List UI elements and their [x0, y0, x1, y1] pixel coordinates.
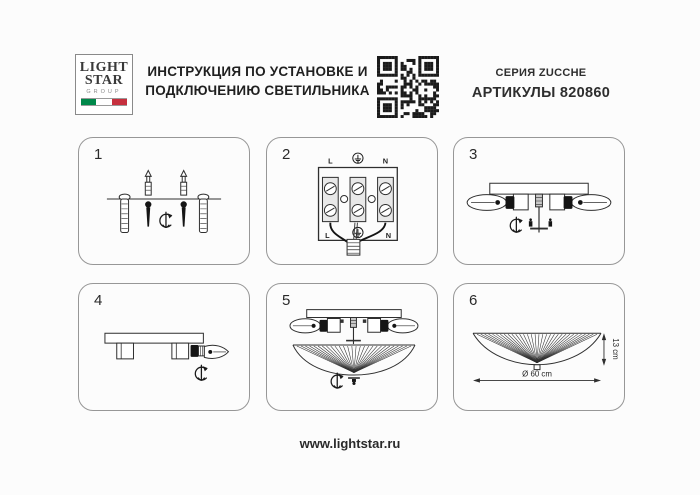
logo-text-group: GROUP [86, 89, 122, 95]
height-dimension-arrow [601, 333, 607, 366]
small-screw [548, 218, 553, 227]
diameter-dimension-arrow [473, 378, 602, 383]
step-2-wiring-diagram: L N L N [267, 152, 437, 264]
title-line-1: ИНСТРУКЦИЯ ПО УСТАНОВКЕ И [147, 64, 368, 79]
mount-bar [105, 333, 203, 343]
step-6-diagram: Ø 60 cm 13 cm [454, 284, 620, 383]
screw [145, 201, 152, 227]
terminal-link [368, 195, 375, 202]
logo-text-star: STAR [84, 72, 124, 88]
step-number: 2 [282, 146, 291, 163]
italian-flag-icon [81, 98, 127, 106]
step-3-panel: 3 [453, 137, 625, 265]
terminal-label-live-bottom: L [325, 231, 330, 240]
finial [348, 378, 360, 385]
nut [340, 319, 344, 323]
candle-bulb [190, 345, 229, 358]
hook-screw-icon [509, 216, 524, 233]
flag-green-stripe [81, 99, 97, 105]
product-info: СЕРИЯ ZUCCHE АРТИКУЛЫ 820860 [452, 67, 630, 101]
screw [180, 201, 187, 227]
terminal-link [341, 195, 348, 202]
threaded-rod [346, 317, 361, 344]
step-4-panel: 4 [78, 283, 250, 411]
lamp-socket [550, 194, 611, 210]
socket-cup [117, 343, 134, 359]
terminal-strip [322, 177, 338, 221]
step-number: 1 [94, 146, 103, 163]
finial [534, 365, 540, 370]
terminal-label-live-top: L [328, 157, 333, 166]
page-title: ИНСТРУКЦИЯ ПО УСТАНОВКЕ И ПОДКЛЮЧЕНИЮ СВ… [140, 62, 375, 100]
step-3-diagram [454, 138, 624, 233]
terminal-strip [378, 177, 394, 221]
anchor-bolt [198, 194, 209, 232]
glass-shade [473, 333, 601, 369]
threaded-rod [530, 194, 548, 232]
small-screw [528, 218, 533, 227]
dowel-plug [181, 170, 187, 195]
step-number: 5 [282, 292, 291, 309]
diameter-label: Ø 60 cm [522, 370, 552, 379]
step-number: 3 [469, 146, 478, 163]
nut [362, 319, 367, 323]
flag-white-stripe [96, 99, 112, 105]
socket-cup [172, 343, 189, 359]
terminal-label-neutral-top: N [383, 157, 388, 166]
series-label: СЕРИЯ ZUCCHE [495, 67, 587, 79]
terminal-strip [350, 177, 366, 221]
title-line-2: ПОДКЛЮЧЕНИЮ СВЕТИЛЬНИКА [145, 83, 370, 98]
logo-text-light: LIGHT [79, 60, 129, 75]
lightstar-logo: LIGHT STAR GROUP [75, 54, 133, 115]
hook-screw-icon [159, 211, 174, 228]
lamp-socket [467, 194, 528, 210]
step-5-diagram [267, 284, 437, 389]
article-number: АРТИКУЛЫ 820860 [471, 85, 611, 101]
rotate-bulb-icon [194, 364, 209, 381]
dowel-plug [145, 170, 151, 195]
glass-shade [293, 345, 415, 375]
earth-icon [352, 152, 364, 164]
lamp-socket [368, 318, 418, 332]
lamp-socket [290, 318, 340, 332]
mount-plate [307, 310, 402, 318]
step-number: 6 [469, 292, 478, 309]
step-6-panel: 6 Ø 60 cm 13 cm [453, 283, 625, 411]
mount-bar [490, 183, 588, 194]
website-url: www.lightstar.ru [299, 436, 401, 451]
step-5-panel: 5 [266, 283, 438, 411]
flag-red-stripe [111, 99, 127, 105]
anchor-bolt [119, 194, 130, 232]
step-4-diagram [79, 284, 249, 381]
step-1-panel: 1 [78, 137, 250, 265]
supply-cable [347, 239, 360, 255]
step-number: 4 [94, 292, 103, 309]
hook-screw-icon [330, 372, 345, 389]
step-1-diagram [79, 138, 249, 264]
terminal-label-neutral-bottom: N [386, 231, 391, 240]
height-label: 13 cm [611, 338, 620, 360]
step-2-panel: 2 L N L [266, 137, 438, 265]
qr-code-icon [377, 56, 439, 118]
